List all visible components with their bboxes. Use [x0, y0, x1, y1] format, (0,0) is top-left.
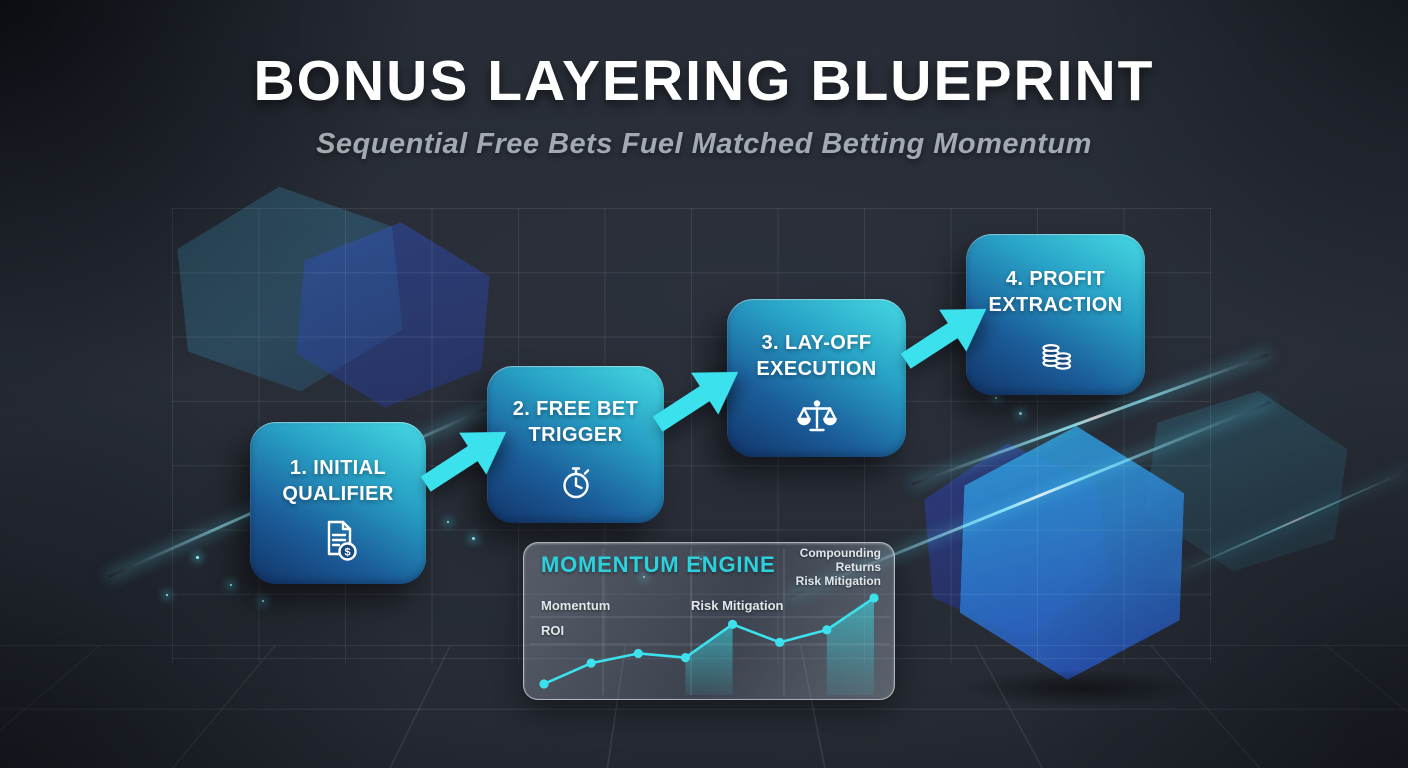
step-box-initial-qualifier: 1. INITIAL QUALIFIER $ [250, 422, 426, 584]
momentum-engine-panel: MOMENTUM ENGINE Momentum ROI Risk Mitiga… [523, 542, 895, 700]
step-label: 2. FREE BET TRIGGER [512, 398, 639, 446]
stopwatch-icon [562, 467, 589, 499]
header: BONUS LAYERING BLUEPRINT Sequential Free… [0, 48, 1408, 161]
sparkle-dot [166, 594, 168, 596]
chart-label-top-right: Compounding Returns Risk Mitigation [773, 546, 881, 588]
sparkle-dot [196, 556, 199, 559]
sparkle-dot [447, 521, 449, 523]
step-label: 3. LAY-OFF EXECUTION [756, 331, 877, 380]
chart-label-roi: ROI [541, 623, 565, 638]
step-box-profit-extraction: 4. PROFIT EXTRACTION [966, 234, 1145, 395]
coins-icon [1041, 344, 1071, 370]
sparkle-dot [472, 537, 475, 540]
step-label: 1. INITIAL QUALIFIER [282, 456, 394, 505]
sparkle-dot [700, 558, 702, 560]
step-label: 4. PROFIT EXTRACTION [988, 268, 1123, 316]
page-subtitle: Sequential Free Bets Fuel Matched Bettin… [316, 128, 1092, 160]
chart-label-risk-mitigation: Risk Mitigation [691, 598, 784, 613]
chart-label-compounding-returns: Compounding Returns [799, 546, 881, 575]
scales-icon [796, 399, 837, 431]
step-box-lay-off-execution: 3. LAY-OFF EXECUTION [727, 299, 906, 457]
page-title: BONUS LAYERING BLUEPRINT [253, 49, 1155, 113]
sparkle-dot [262, 600, 264, 602]
sparkle-dot [643, 576, 645, 578]
sparkle-dot [995, 397, 997, 399]
chart-label-momentum: Momentum [541, 598, 611, 613]
sparkle-dot [1019, 412, 1022, 415]
document-dollar-icon: $ [327, 520, 357, 561]
svg-text:$: $ [344, 546, 350, 558]
chart-label-risk-mitigation-2: Risk Mitigation [795, 574, 881, 589]
panel-title: MOMENTUM ENGINE [541, 552, 776, 577]
sparkle-dot [230, 584, 232, 586]
